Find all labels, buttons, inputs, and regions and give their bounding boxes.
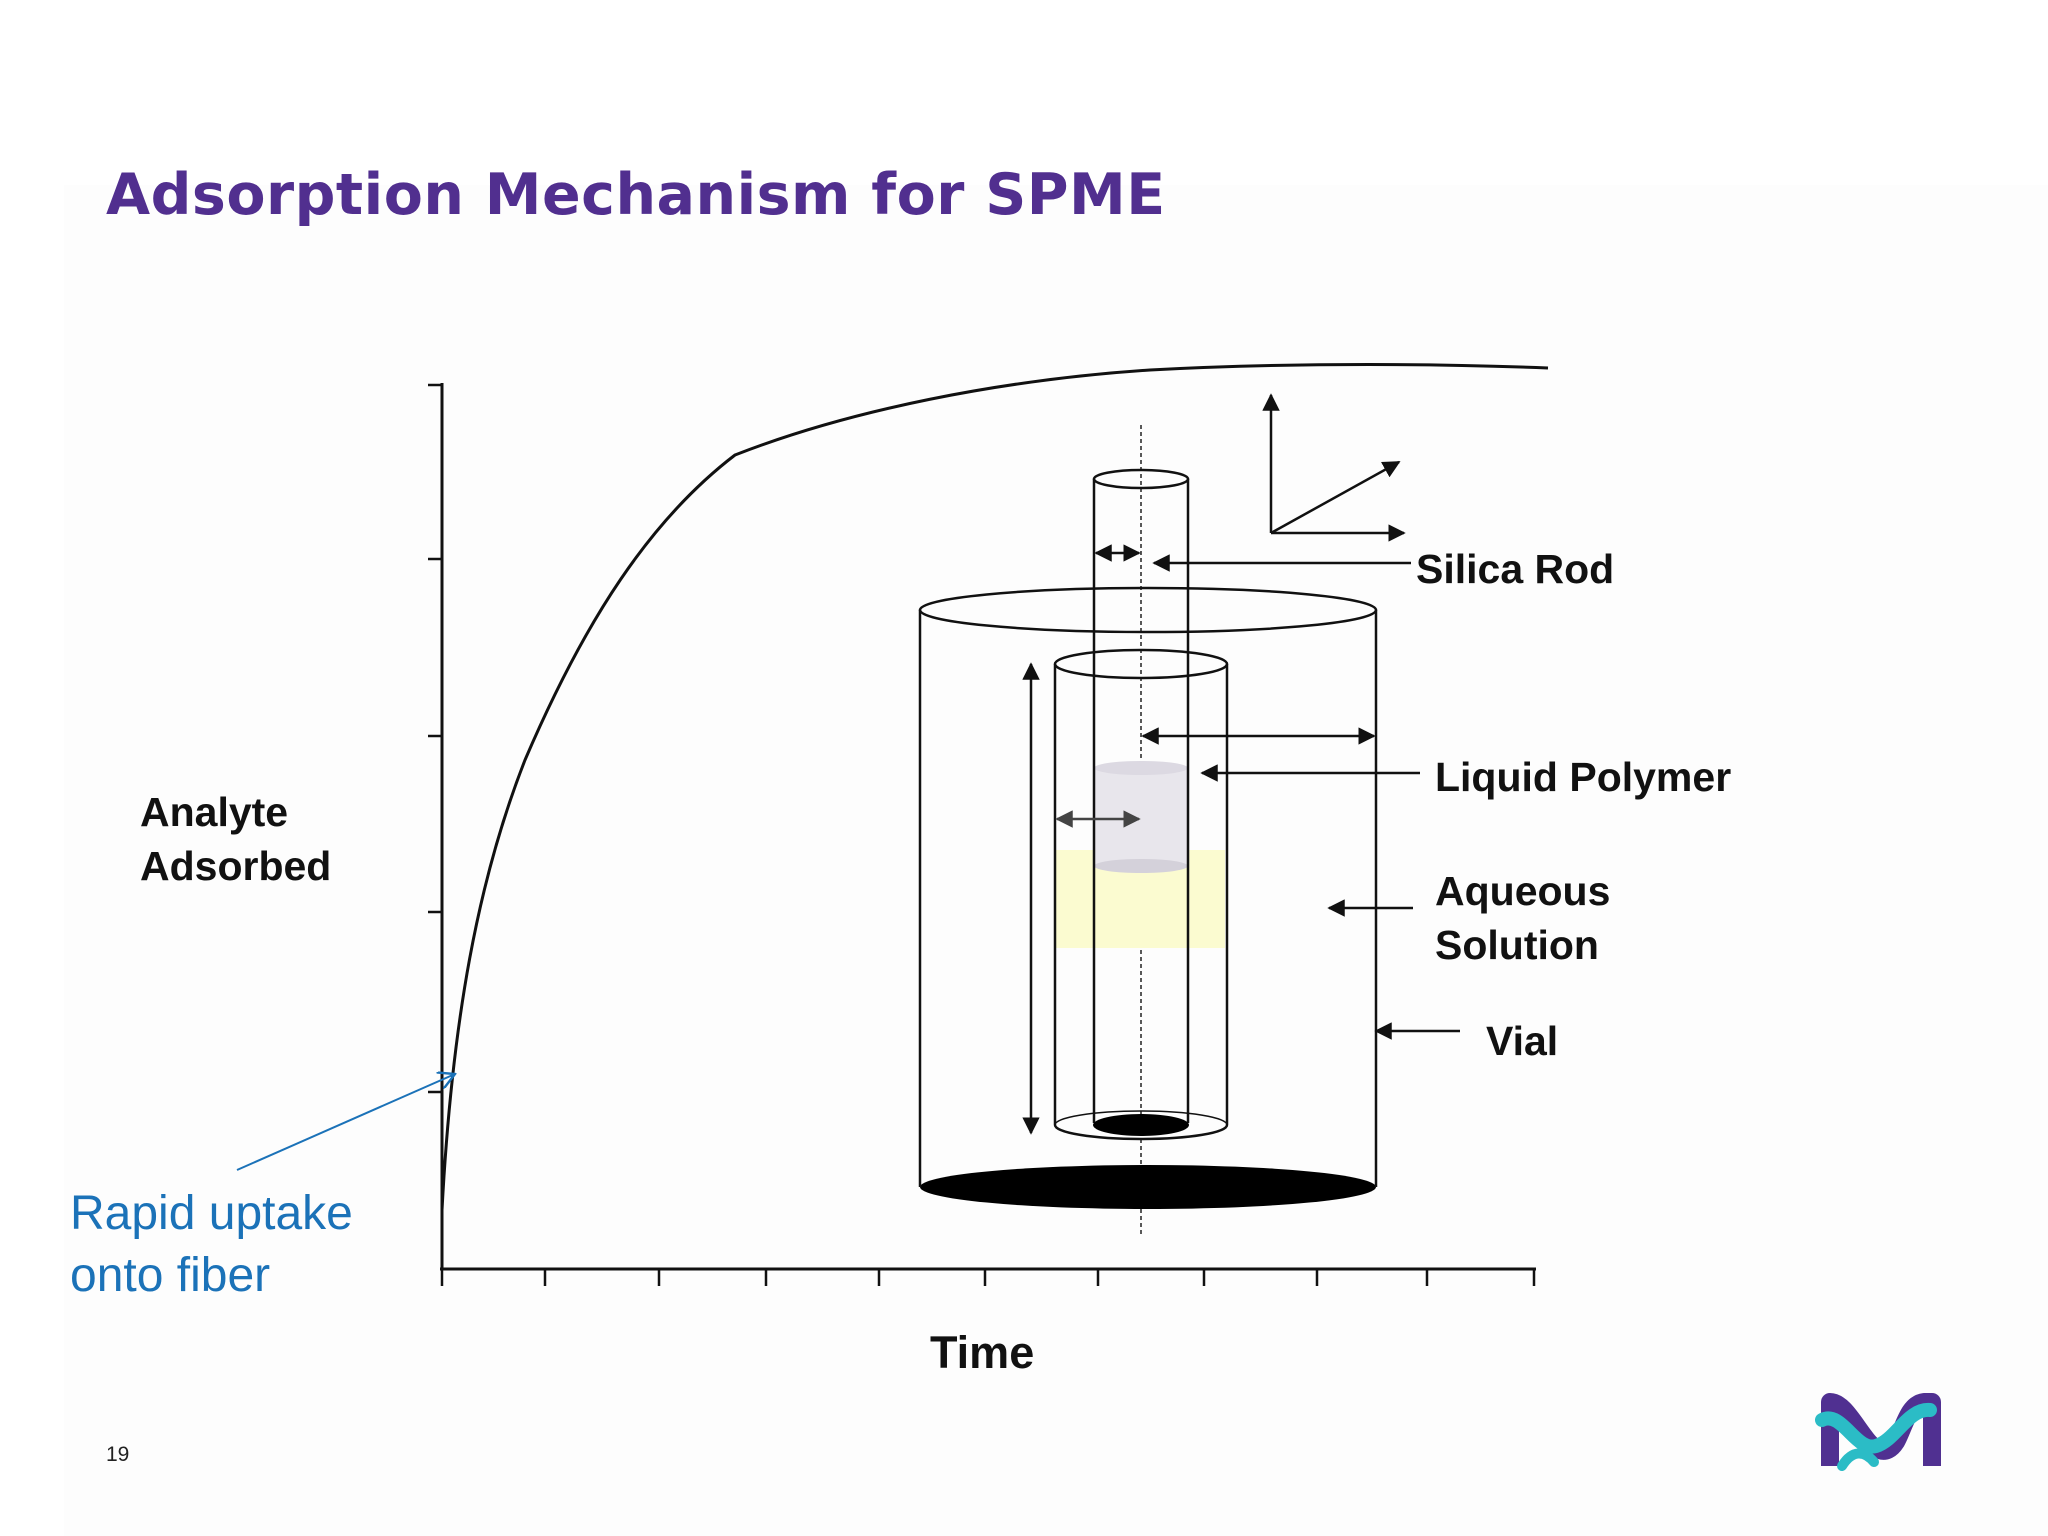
vial-label: Vial [1486,1018,1559,1064]
polymer-slice [1094,768,1188,866]
aqueous-solution-label-line1: Aqueous [1435,868,1611,914]
vial [918,586,1378,1209]
rapid-uptake-arrow [236,1074,455,1171]
aqueous-solution-label-line2: Solution [1435,922,1599,968]
rod-top [1092,468,1190,490]
y-axis-label-line1: Analyte [140,789,289,835]
silica-rod-label: Silica Rod [1416,546,1615,592]
rod-bottom [1093,1114,1189,1136]
vial-bottom [920,1165,1376,1209]
x-axis [440,1267,1536,1286]
silica-rod [1092,468,1190,1136]
polymer-coating [1053,648,1229,1141]
x-axis-label: Time [930,1327,1035,1378]
adsorption-curve [440,363,1549,1211]
liquid-polymer-label: Liquid Polymer [1435,754,1732,800]
rapid-uptake-line1: Rapid uptake [70,1187,353,1240]
y-axis [428,383,444,1269]
vial-rim [918,586,1378,634]
page-number: 19 [106,1443,130,1466]
dimension-arrows [1022,544,1376,1135]
y-axis-ticks [428,383,442,1094]
leader-lines [1152,554,1460,1040]
x-axis-ticks [440,1269,1536,1286]
coordinate-axes-icon [1262,393,1406,542]
y-axis-label-line2: Adsorbed [140,843,332,889]
rapid-uptake-line2: onto fiber [70,1249,271,1302]
slide-title: Adsorption Mechanism for SPME [106,162,1166,228]
brand-logo-icon [1815,1393,1941,1471]
